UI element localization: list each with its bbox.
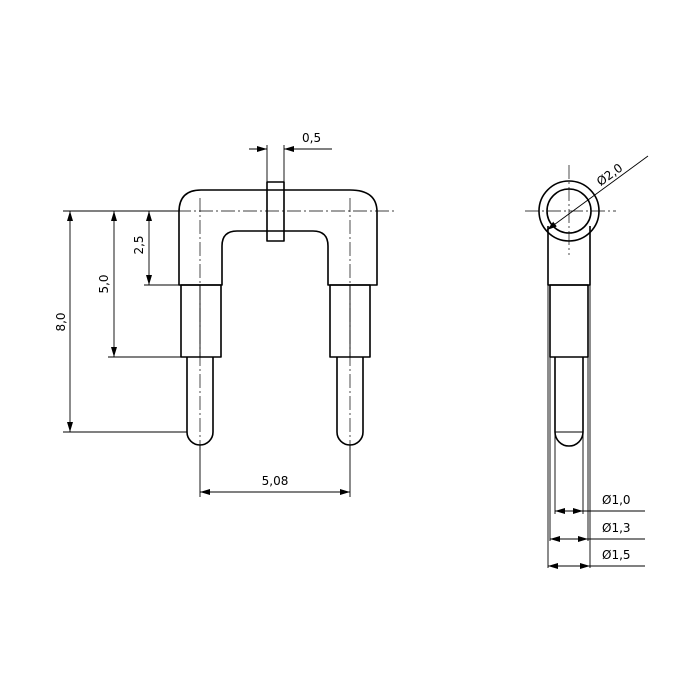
dim-height-bend-label: 2,5	[132, 235, 146, 254]
dim-pin-spacing: 5,08	[199, 445, 351, 497]
bridge-outline	[178, 189, 378, 286]
dim-dia-body-label: Ø1,5	[602, 548, 631, 562]
dim-height-bend: 2,5	[132, 211, 181, 286]
center-bar	[266, 181, 285, 242]
dim-height-total: 8,0	[54, 210, 187, 433]
lower-body	[549, 284, 589, 358]
dim-bar-width: 0,5	[249, 131, 332, 182]
dim-dia-pin: Ø1,0	[555, 493, 645, 514]
dim-pin-spacing-label: 5,08	[262, 474, 289, 488]
dim-dia-pin-label: Ø1,0	[602, 493, 631, 507]
side-pin	[554, 357, 584, 447]
dim-dia-mid: Ø1,3	[550, 521, 645, 542]
front-view	[155, 181, 395, 450]
dim-bar-width-label: 0,5	[302, 131, 321, 145]
left-shoulder	[180, 284, 222, 358]
dim-height-shoulder-label: 5,0	[97, 274, 111, 293]
side-view	[525, 165, 616, 568]
dim-dia-mid-label: Ø1,3	[602, 521, 631, 535]
dim-dia-body: Ø1,5	[548, 548, 645, 569]
dim-height-shoulder: 5,0	[97, 211, 181, 358]
dim-height-total-label: 8,0	[54, 312, 68, 331]
